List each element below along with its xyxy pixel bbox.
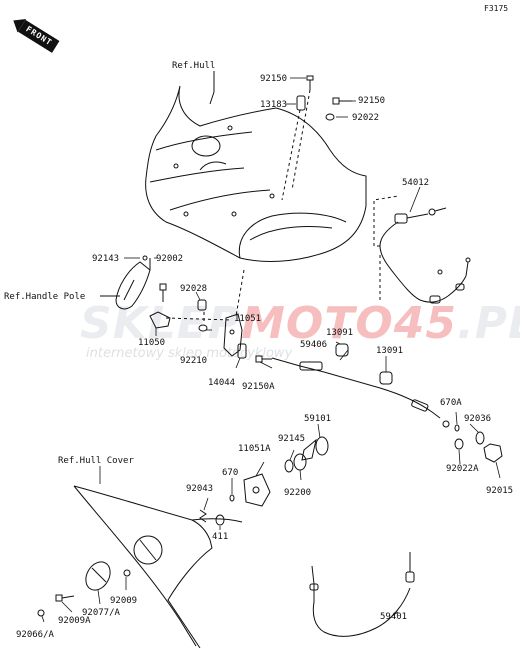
label-92009: 92009 — [110, 596, 138, 606]
label-92022: 92022 — [352, 113, 380, 123]
label-ref-handle-pole: Ref.Handle Pole — [4, 292, 86, 302]
label-92150-right: 92150 — [358, 96, 386, 106]
label-92150A: 92150A — [242, 382, 275, 392]
label-ref-hull-cover: Ref.Hull Cover — [58, 456, 134, 466]
label-92015: 92015 — [486, 486, 514, 496]
label-411: 411 — [212, 532, 229, 542]
grommet-13091-a — [335, 343, 349, 357]
label-54012: 54012 — [402, 178, 430, 188]
hull-shape — [145, 85, 367, 262]
label-670: 670 — [222, 468, 239, 478]
collar-92200 — [293, 453, 307, 471]
label-ref-hull: Ref.Hull — [172, 61, 216, 71]
cable-54012 — [379, 207, 471, 304]
label-92150-top: 92150 — [260, 74, 288, 84]
label-92145: 92145 — [278, 434, 306, 444]
ring-670A — [454, 424, 460, 432]
knob-92077A — [85, 561, 111, 591]
bolt-92150-top — [306, 75, 314, 90]
label-14044: 14044 — [208, 378, 236, 388]
spring-92043 — [199, 509, 207, 523]
label-11051: 11051 — [234, 314, 262, 324]
label-59406: 59406 — [300, 340, 328, 350]
label-92022A: 92022A — [446, 464, 479, 474]
bracket-11051 — [223, 313, 243, 357]
label-11050: 11050 — [138, 338, 166, 348]
bolt-92150-right — [332, 97, 352, 105]
label-92143: 92143 — [92, 254, 120, 264]
label-13091-a: 13091 — [326, 328, 354, 338]
grommet-13091-b — [379, 371, 393, 385]
ring-670 — [229, 494, 235, 502]
washer-92022 — [325, 113, 335, 121]
label-92077A: 92077/A — [82, 608, 120, 618]
label-92002: 92002 — [156, 254, 184, 264]
bracket-11051A — [243, 473, 271, 507]
label-13091-b: 13091 — [376, 346, 404, 356]
label-11051A: 11051A — [238, 444, 271, 454]
washer-92022A — [454, 438, 464, 450]
holder-14044 — [237, 343, 247, 359]
bolt-92150A — [255, 355, 272, 363]
label-59401: 59401 — [380, 612, 408, 622]
label-92028: 92028 — [180, 284, 208, 294]
washer-92210 — [198, 324, 208, 332]
screw-92009A — [55, 594, 75, 602]
screw-92009 — [123, 569, 131, 577]
bracket-11050 — [149, 311, 171, 329]
cable-59401 — [309, 552, 415, 637]
washer-411 — [215, 514, 225, 526]
watermark-logo: SKLEPMOTO45.PL — [80, 298, 520, 349]
label-92200: 92200 — [284, 488, 312, 498]
bolt-92002 — [159, 283, 167, 302]
nut-92036 — [475, 431, 485, 445]
label-92036: 92036 — [464, 414, 492, 424]
plug-92066A — [37, 609, 45, 617]
label-13183: 13183 — [260, 100, 288, 110]
label-59101: 59101 — [304, 414, 332, 424]
lever-59101 — [301, 436, 329, 461]
label-92066A: 92066/A — [16, 630, 54, 640]
handle-pole-bracket — [115, 255, 151, 310]
nut-92015 — [483, 443, 503, 463]
figure-code: F3175 — [484, 4, 509, 13]
spacer-92028 — [197, 299, 207, 311]
label-92043: 92043 — [186, 484, 214, 494]
label-92009A: 92009A — [58, 616, 91, 626]
hull-cover — [73, 485, 243, 648]
watermark-subtitle: internetowy sklep motocyklowy — [86, 346, 293, 361]
clamp-13183 — [296, 95, 306, 111]
label-670A: 670A — [440, 398, 462, 408]
cable-59406 — [271, 357, 450, 428]
washer-92145 — [284, 459, 294, 473]
label-92210: 92210 — [180, 356, 208, 366]
